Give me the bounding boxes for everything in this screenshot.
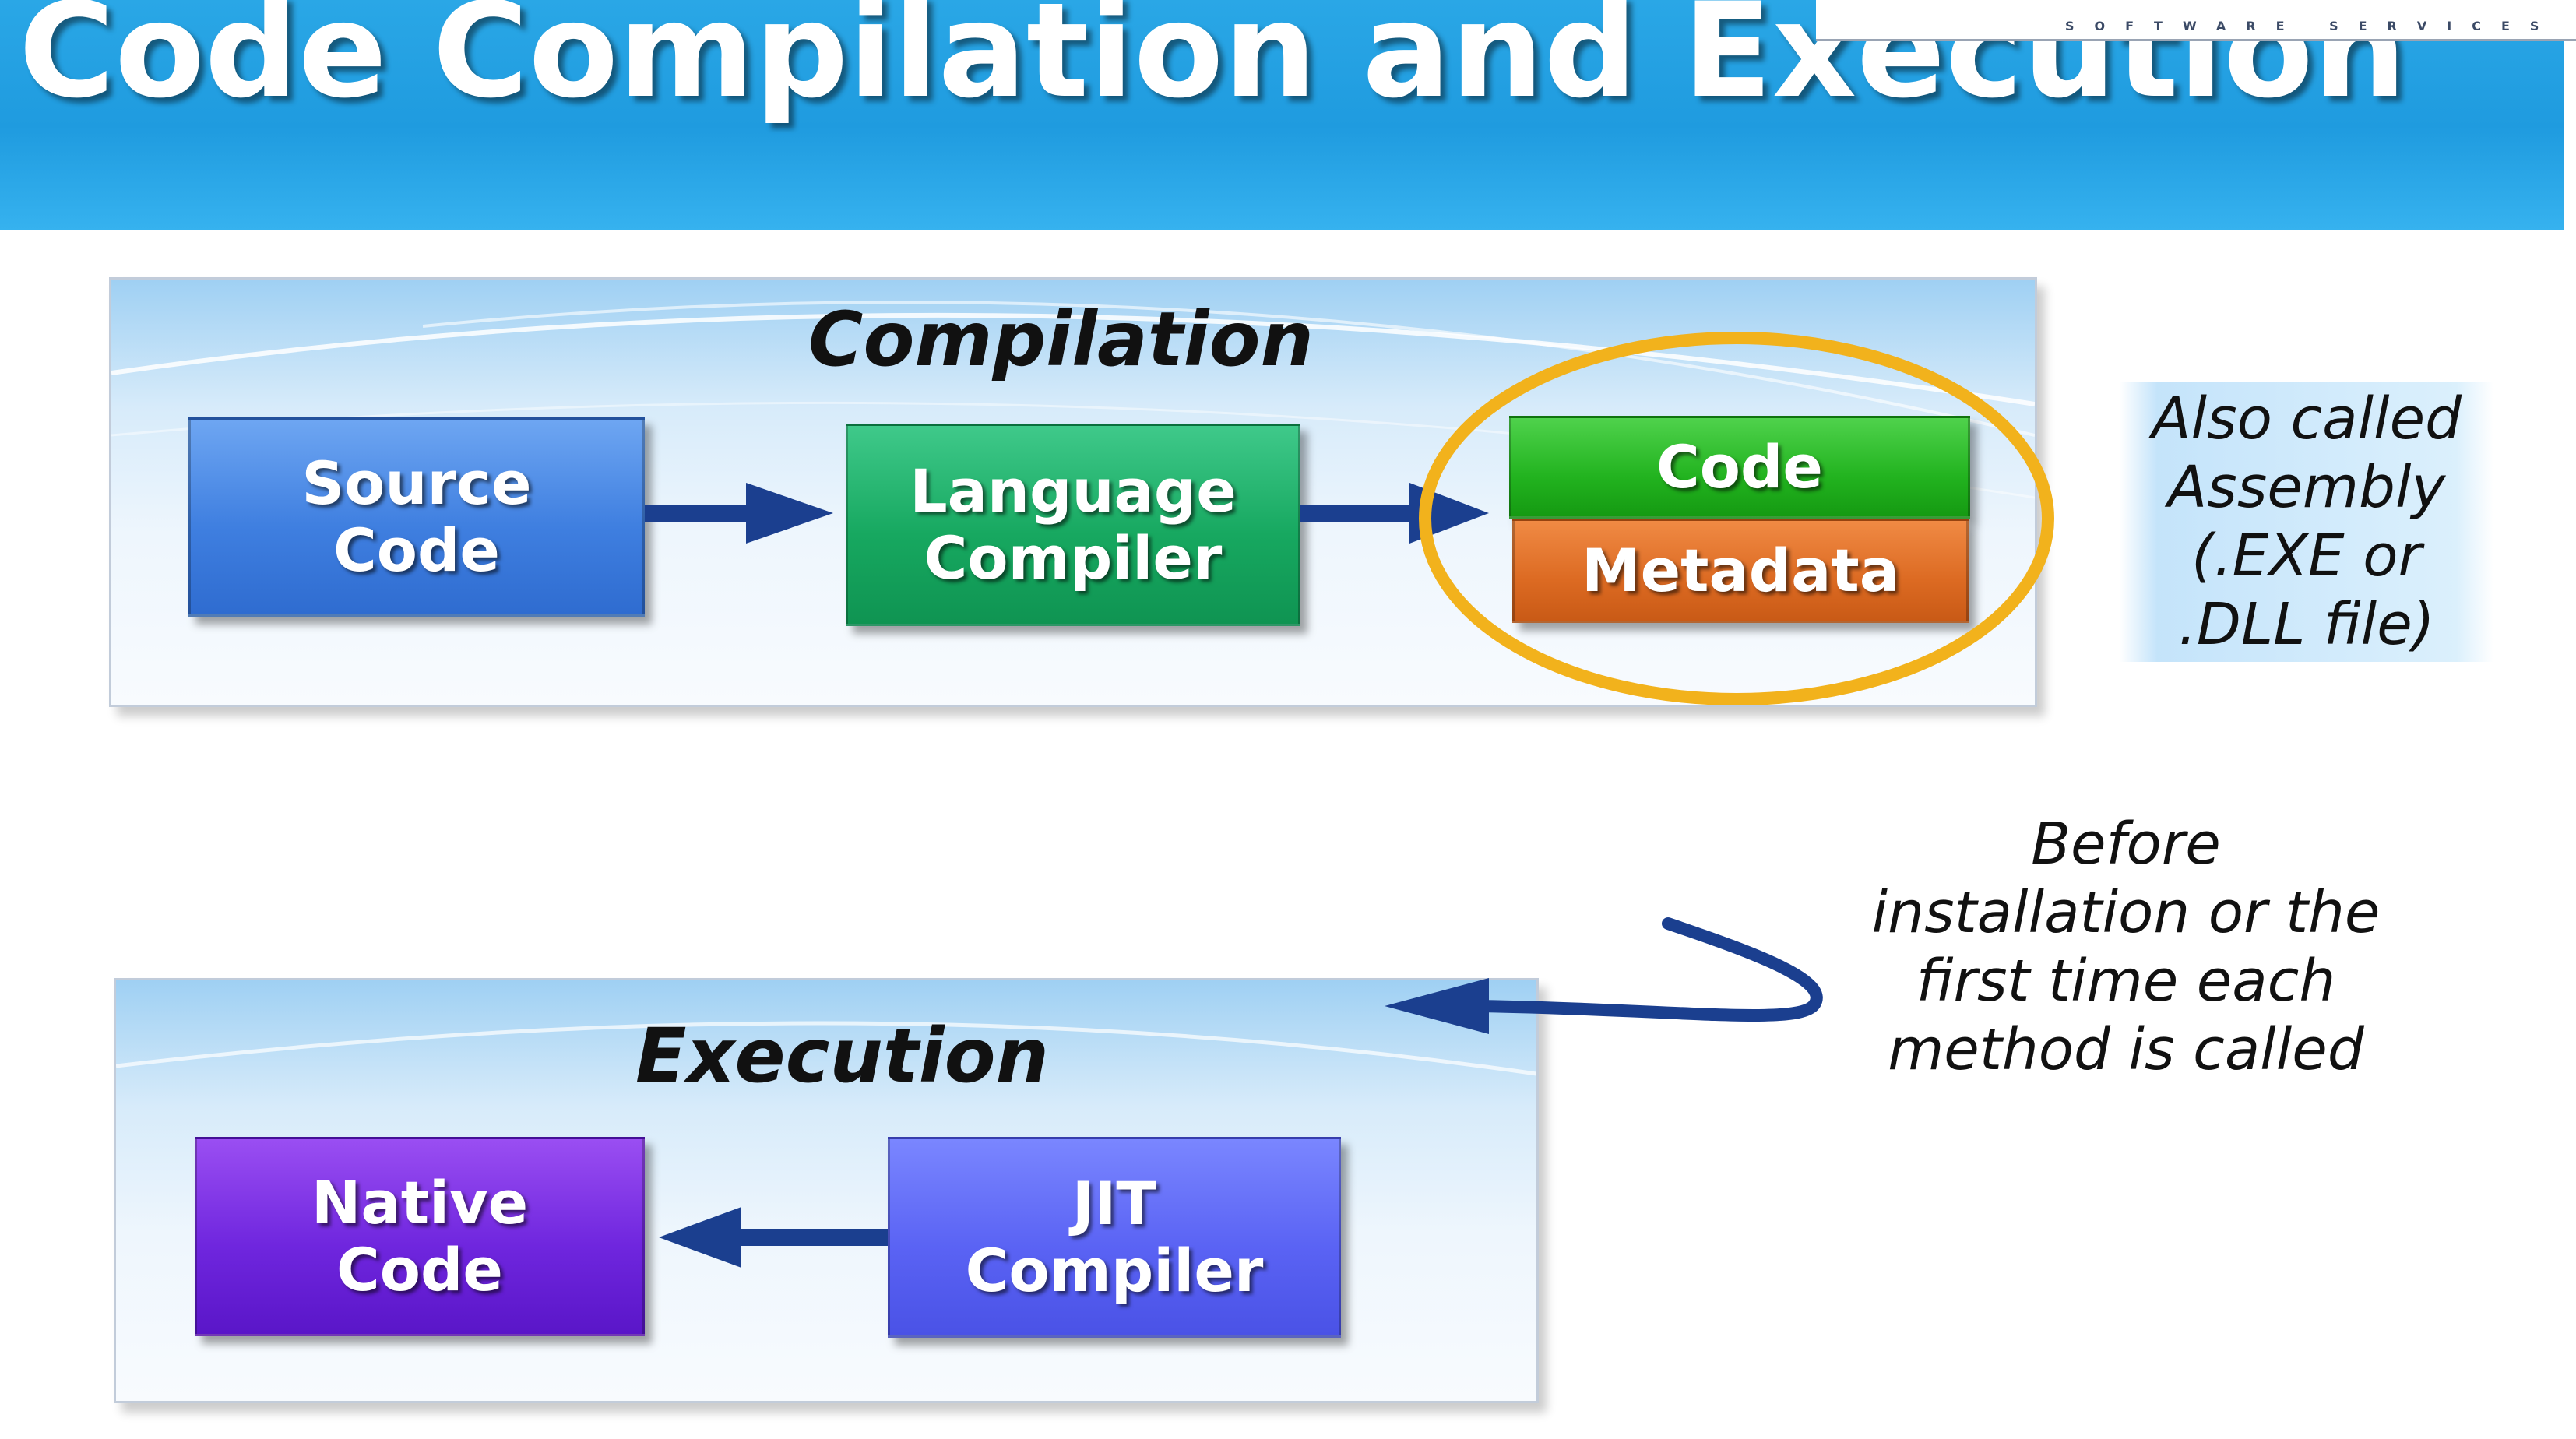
- jit-compiler-box: JIT Compiler: [888, 1137, 1341, 1338]
- code-box: Code: [1509, 416, 1970, 519]
- assembly-note: Also called Assembly (.EXE or .DLL file): [2120, 382, 2493, 662]
- arrow-right-icon: [1300, 483, 1489, 544]
- logo-tagline: SOFTWARE SERVICES: [2065, 19, 2560, 33]
- source-code-box: Source Code: [188, 417, 645, 617]
- highlight-ring: [1419, 332, 2054, 705]
- native-code-box: Native Code: [195, 1137, 645, 1336]
- arrow-left-icon: [659, 1207, 888, 1268]
- metadata-box: Metadata: [1512, 519, 1969, 623]
- before-installation-note: Before installation or the first time ea…: [1871, 811, 2381, 1083]
- execution-title: Execution: [635, 1012, 1049, 1099]
- arrow-right-icon: [645, 483, 833, 544]
- compilation-title: Compilation: [808, 296, 1314, 383]
- panel-swoosh: [116, 1021, 1536, 1076]
- company-logo: SOFTWARE SERVICES: [1816, 0, 2576, 41]
- language-compiler-box: Language Compiler: [846, 424, 1300, 626]
- curved-arrow-icon: [1385, 917, 1823, 1034]
